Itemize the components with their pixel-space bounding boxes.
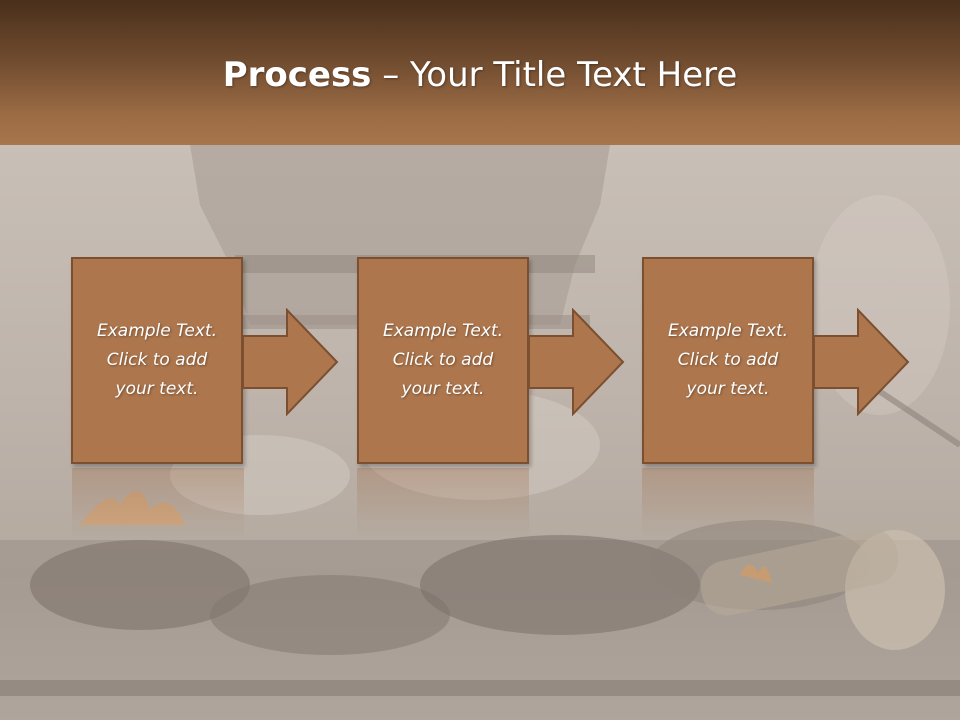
title-bold-part: Process [222, 55, 372, 95]
step-3-reflection [642, 468, 814, 538]
background-photo [0, 145, 960, 720]
step-1-arrow-icon [243, 308, 339, 416]
step-3-arrow-icon [814, 308, 910, 416]
step-2-reflection [357, 468, 529, 538]
slide-title[interactable]: Process – Your Title Text Here [0, 52, 960, 98]
step-3-text: Example Text. Click to add your text. [667, 321, 789, 399]
step-3-box[interactable]: Example Text. Click to add your text. [642, 257, 814, 464]
title-bar: Process – Your Title Text Here [0, 0, 960, 145]
title-rest-part: – Your Title Text Here [371, 55, 738, 95]
step-2-arrow-icon [529, 308, 625, 416]
step-1-text: Example Text. Click to add your text. [96, 321, 218, 399]
step-2-text: Example Text. Click to add your text. [382, 321, 504, 399]
step-1-reflection [72, 468, 244, 538]
step-2-box[interactable]: Example Text. Click to add your text. [357, 257, 529, 464]
step-1-box[interactable]: Example Text. Click to add your text. [71, 257, 243, 464]
